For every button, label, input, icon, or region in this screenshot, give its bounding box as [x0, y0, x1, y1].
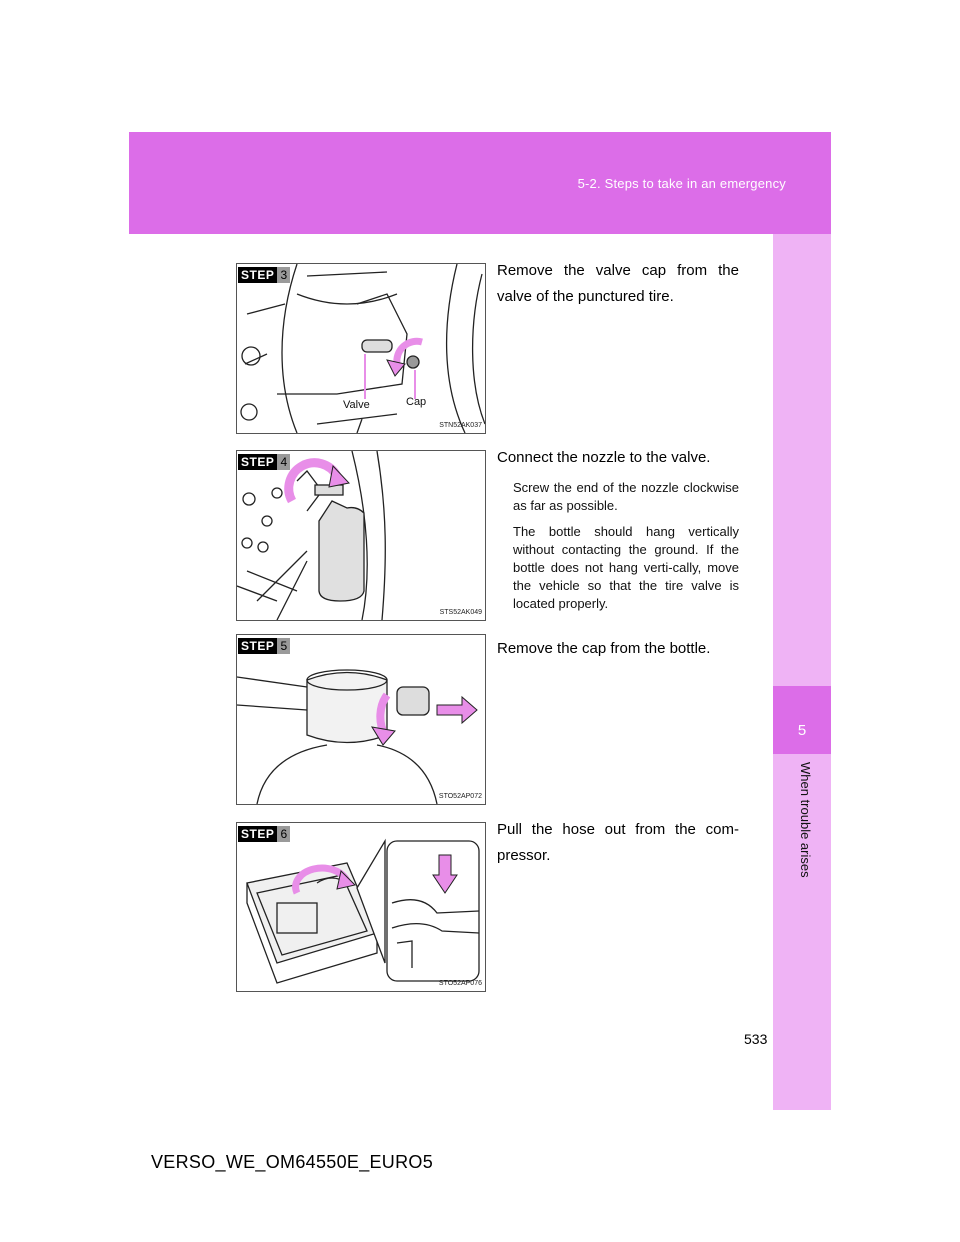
valve-label: Valve [343, 399, 370, 411]
chapter-side-tab[interactable]: 5 When trouble arises [773, 234, 831, 1110]
step-number: 5 [277, 638, 291, 654]
compressor-hose-illustration [246, 838, 480, 984]
step-number: 6 [277, 826, 291, 842]
step-label: STEP [238, 454, 278, 470]
step-label: STEP [238, 267, 278, 283]
step-5-instruction: Remove the cap from the bottle. [497, 640, 711, 657]
step-badge: STEP 6 [238, 826, 291, 842]
figure-code: STS52AK049 [439, 609, 482, 616]
step-label: STEP [238, 826, 278, 842]
figure-code: STO52AP072 [438, 793, 482, 800]
step-label: STEP [238, 638, 278, 654]
chapter-name: When trouble arises [798, 762, 813, 878]
step-number: 3 [277, 267, 291, 283]
step-4-note-2: The bottle should hang vertically withou… [513, 524, 739, 611]
header-band: 5-2. Steps to take in an emergency [129, 132, 831, 234]
step-badge: STEP 3 [238, 267, 291, 283]
nozzle-bottle-illustration [237, 451, 386, 620]
step-4-note-1: Screw the end of the nozzle clockwise as… [513, 480, 739, 513]
step-badge: STEP 5 [238, 638, 291, 654]
chapter-number-box: 5 [773, 686, 831, 754]
cap-label: Cap [406, 396, 427, 408]
step-3-instruction: Remove the valve cap from the valve of t… [497, 262, 739, 305]
section-title: 5-2. Steps to take in an emergency [577, 176, 786, 191]
figure-code: STO52AP076 [438, 980, 482, 987]
chapter-number: 5 [797, 722, 807, 739]
figure-step-5: STEP 5 STO52AP072 [236, 634, 486, 805]
document-code: VERSO_WE_OM64550E_EURO5 [151, 1152, 434, 1172]
step-number: 4 [277, 454, 291, 470]
figure-step-4: STEP 4 STS52AK049 [236, 450, 486, 621]
figure-code: STN52AK037 [439, 422, 482, 429]
valve-cap-illustration [240, 264, 485, 433]
step-4-instruction: Connect the nozzle to the valve. [497, 449, 711, 466]
step-6-instruction: Pull the hose out from the com-pressor. [497, 821, 739, 864]
step-badge: STEP 4 [238, 454, 291, 470]
page-number: 533 [744, 1031, 768, 1047]
bottle-cap-illustration [237, 669, 478, 804]
figure-step-6: STEP 6 STO52AP076 [236, 822, 486, 992]
figure-step-3: STEP 3 Valve Cap STN52AK037 [236, 263, 486, 434]
